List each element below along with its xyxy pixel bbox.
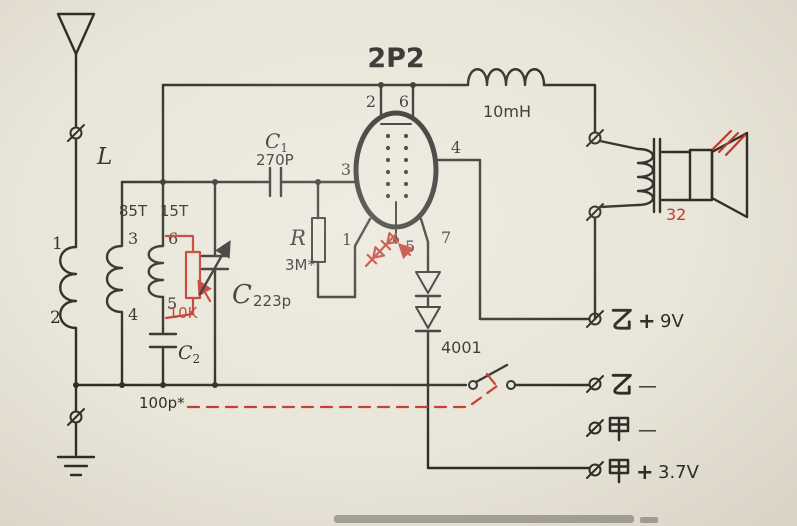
diode-triangle <box>415 271 441 294</box>
transformer-connector-icon <box>586 129 604 147</box>
jia-glyph <box>608 416 630 442</box>
secondary-leads <box>660 150 692 202</box>
ground-connector-icon <box>67 408 85 426</box>
tube-electrodes <box>380 123 412 244</box>
terminal-connector-icon <box>586 310 604 328</box>
terminal-a-minus: — <box>586 416 657 442</box>
c1-name: C1 <box>265 129 288 155</box>
top-rail-right <box>542 83 597 134</box>
terminal-b-minus: — <box>586 373 657 397</box>
tube-pin-1: 1 <box>342 230 352 249</box>
tuning-capacitor: C 223p <box>198 180 291 387</box>
pot-value-label: 10K <box>169 304 199 322</box>
red-arrow <box>397 242 415 260</box>
transformer-core <box>652 137 662 214</box>
output-transformer <box>586 129 692 221</box>
ground-icon <box>56 455 96 477</box>
coil-pin-4: 4 <box>128 305 138 324</box>
rectifier-diodes: 4001 <box>414 217 591 470</box>
resistor-value: 3M* <box>285 256 315 274</box>
terminal-b-plus: + 9V <box>586 308 684 333</box>
a-plus-voltage: 3.7V <box>658 462 700 483</box>
c2-value: 100p* <box>139 394 185 412</box>
c2-letter: C <box>178 342 193 364</box>
jia-glyph <box>608 458 630 484</box>
coupling-capacitor-c1: C1 270P <box>256 129 294 198</box>
terminal-connector-icon <box>586 375 604 393</box>
variable-arrow <box>198 240 231 296</box>
junction-dot <box>160 179 166 185</box>
tube-pin-4: 4 <box>451 138 461 157</box>
c1-value: 270P <box>256 151 294 169</box>
c1-letter: C <box>265 129 280 153</box>
c2-name: C2 <box>178 342 200 366</box>
a-plus-sign: + <box>636 460 654 484</box>
pot-wiper-arrow <box>197 279 212 303</box>
vacuum-tube-2p2: 2P2 2 6 3 4 1 5 7 <box>341 43 461 299</box>
junction-dot <box>73 382 79 388</box>
tickler-coil-15t: 15T 6 5 <box>147 202 189 313</box>
coil-pin-6: 6 <box>168 229 178 248</box>
rf-choke-10mh: 10mH <box>466 68 546 121</box>
speaker-hatch <box>711 129 747 157</box>
scan-smudge <box>334 515 658 523</box>
tube-label: 2P2 <box>367 43 424 74</box>
a-minus-sign: — <box>638 419 657 441</box>
b-plus-sign: + <box>638 309 656 333</box>
terminal-a-plus: + 3.7V <box>586 458 700 484</box>
speaker: 32 <box>666 129 749 224</box>
yi-glyph <box>611 308 632 330</box>
terminal-connector-icon <box>586 461 604 479</box>
choke-label: 10mH <box>483 102 531 121</box>
speaker-impedance-label: 32 <box>666 205 686 224</box>
c1-subscript: 1 <box>280 141 288 155</box>
junction-dot <box>410 82 416 88</box>
bypass-capacitor-c2: C2 100p* <box>139 295 200 412</box>
antenna-coil-pin-2: 2 <box>50 308 61 328</box>
speaker-cone <box>710 131 749 219</box>
switch-red-mark <box>485 372 497 386</box>
b-minus-sign: — <box>638 375 657 397</box>
tube-pin-6: 6 <box>399 92 409 111</box>
diode-triangle <box>415 306 441 329</box>
junction-dot <box>378 82 384 88</box>
tube-pin-5: 5 <box>405 237 415 256</box>
gang-link-dashed-line <box>186 384 499 409</box>
power-switch <box>468 363 591 390</box>
regen-pot-10k: 10K <box>164 234 212 322</box>
c2-subscript: 2 <box>193 352 201 366</box>
diodes-label: 4001 <box>441 338 482 357</box>
resistor-name: R <box>289 226 306 250</box>
yi-glyph <box>611 373 632 395</box>
antenna <box>56 12 96 129</box>
tube-pin-7: 7 <box>441 228 451 247</box>
coil-pin-3: 3 <box>128 229 138 248</box>
speaker-magnet <box>688 148 714 202</box>
antenna-coil-pin-1: 1 <box>52 234 63 254</box>
switch-terminal <box>468 380 478 390</box>
tube-pin-2: 2 <box>366 92 376 111</box>
tube-pin-3: 3 <box>341 160 351 179</box>
b-plus-voltage: 9V <box>660 311 684 332</box>
added-detector-diodes <box>364 232 415 268</box>
tuning-cap-name: C <box>232 280 252 310</box>
coil-pin-5: 5 <box>167 294 177 313</box>
grid-resistor: R 3M* <box>285 180 357 299</box>
tank-coil-85t: 85T 3 4 <box>105 180 148 387</box>
antenna-coil: L 1 2 <box>50 144 112 330</box>
primary-turns-label: 85T <box>119 202 148 220</box>
terminal-connector-icon <box>586 419 604 437</box>
antenna-coil-label: L <box>96 144 112 170</box>
tuning-cap-value: 223p <box>253 292 291 310</box>
tickler-turns-label: 15T <box>160 202 189 220</box>
plate-wire <box>433 158 591 321</box>
switch-lever <box>474 363 509 384</box>
